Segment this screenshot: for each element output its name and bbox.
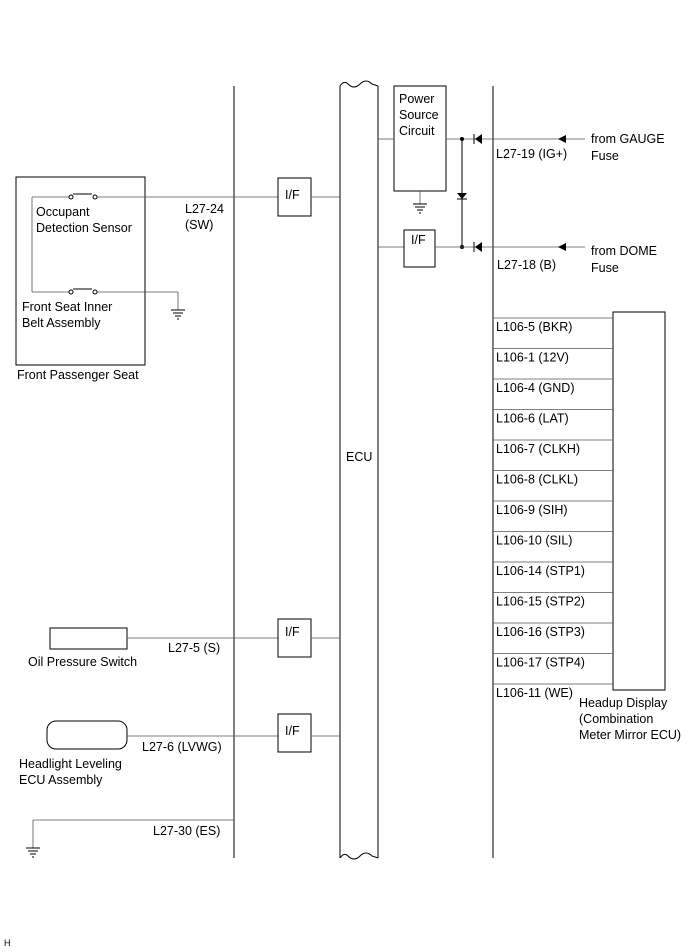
hud-terminal-label: L106-1 (12V) <box>496 351 569 365</box>
sensor-label-2: Detection Sensor <box>36 221 132 235</box>
b-terminal-label: L27-18 (B) <box>497 258 556 272</box>
belt-label-1: Front Seat Inner <box>22 300 112 314</box>
if-label-b: I/F <box>411 233 426 247</box>
ig-terminal-label: L27-19 (IG+) <box>496 147 567 161</box>
ground-symbol-power <box>413 203 427 214</box>
headlight-label-2: ECU Assembly <box>19 773 103 787</box>
power-source-label-1: Power <box>399 92 434 106</box>
hud-terminal-label: L106-16 (STP3) <box>496 625 585 639</box>
b-source-label-1: from DOME <box>591 244 657 258</box>
diode-network <box>457 137 467 249</box>
ig-source-label-2: Fuse <box>591 149 619 163</box>
ecu-block: ECU <box>339 80 379 860</box>
hud-terminal-label: L106-9 (SIH) <box>496 503 568 517</box>
if-label-sw: I/F <box>285 188 300 202</box>
sw-wire: L27-24 (SW) I/F <box>185 177 340 232</box>
es-ground-wire: L27-30 (ES) <box>32 819 234 848</box>
sw-wire-label-2: (SW) <box>185 218 213 232</box>
hud-terminal-label: L106-14 (STP1) <box>496 564 585 578</box>
oil-switch-label: Oil Pressure Switch <box>28 655 137 669</box>
hud-terminal-list: L106-5 (BKR) L106-1 (12V) L106-4 (GND) L106… <box>493 317 613 700</box>
b-input: I/F L27-18 (B) from DOME Fuse <box>378 229 657 275</box>
power-source-label-2: Source <box>399 108 439 122</box>
headlight-wire-label: L27-6 (LVWG) <box>142 740 222 754</box>
hud-label-2: (Combination <box>579 712 653 726</box>
ground-symbol-es <box>26 847 40 858</box>
hud-terminal-label: L106-6 (LAT) <box>496 412 569 426</box>
power-source-label-3: Circuit <box>399 124 435 138</box>
hud-terminal-label: L106-15 (STP2) <box>496 595 585 609</box>
if-label-headlight: I/F <box>285 724 300 738</box>
seat-box-label: Front Passenger Seat <box>17 368 139 382</box>
hud-terminal-label: L106-17 (STP4) <box>496 656 585 670</box>
oil-pressure-switch: Oil Pressure Switch L27-5 (S) I/F <box>28 618 340 669</box>
belt-label-2: Belt Assembly <box>22 316 101 330</box>
ecu-label: ECU <box>346 450 372 464</box>
hud-terminal-label: L106-5 (BKR) <box>496 320 572 334</box>
oil-wire-label: L27-5 (S) <box>168 641 220 655</box>
power-source-circuit: Power Source Circuit <box>378 85 493 204</box>
hud-label-1: Headup Display <box>579 696 668 710</box>
sw-wire-label-1: L27-24 <box>185 202 224 216</box>
hud-label-3: Meter Mirror ECU) <box>579 728 681 742</box>
es-wire-label: L27-30 (ES) <box>153 824 220 838</box>
hud-terminal-label: L106-8 (CLKL) <box>496 473 578 487</box>
headup-display: L106-5 (BKR) L106-1 (12V) L106-4 (GND) L106… <box>493 311 681 742</box>
if-label-oil: I/F <box>285 625 300 639</box>
front-passenger-seat: Front Passenger Seat Occupant Detection … <box>15 176 278 382</box>
headlight-leveling-ecu: Headlight Leveling ECU Assembly L27-6 (L… <box>19 713 340 787</box>
corner-mark: H <box>4 938 11 948</box>
hud-terminal-label: L106-11 (WE) <box>496 686 573 700</box>
b-source-label-2: Fuse <box>591 261 619 275</box>
sensor-label-1: Occupant <box>36 205 90 219</box>
hud-terminal-label: L106-4 (GND) <box>496 381 575 395</box>
ig-source-label-1: from GAUGE <box>591 132 665 146</box>
ig-plus-input: L27-19 (IG+) from GAUGE Fuse <box>473 132 665 163</box>
headlight-label-1: Headlight Leveling <box>19 757 122 771</box>
hud-terminal-label: L106-10 (SIL) <box>496 534 572 548</box>
ground-symbol-seat <box>171 309 185 320</box>
hud-terminal-label: L106-7 (CLKH) <box>496 442 580 456</box>
